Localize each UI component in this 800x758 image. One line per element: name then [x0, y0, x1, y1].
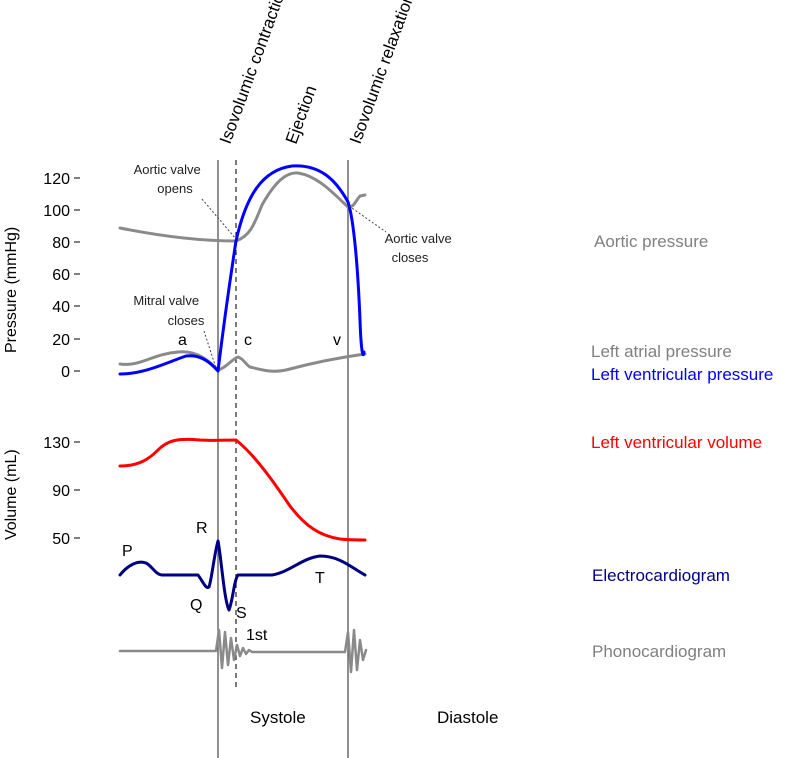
pointer-mitral-valve-closes [203, 330, 217, 369]
left-atrial-pressure-trace [118, 350, 367, 373]
legend-left-ventricular-volume: Left ventricular volume [591, 433, 762, 452]
pressure-tick-label: 60 [52, 267, 70, 284]
annotation-aortic-valve-closes: Aortic valve closes [385, 231, 456, 265]
ecg-label-s: S [236, 605, 247, 622]
pressure-axis-title: Pressure (mmHg) [3, 227, 20, 353]
left-ventricular-pressure-trace [118, 164, 366, 376]
wave-label-c: c [244, 332, 252, 349]
legend-phonocardiogram: Phonocardiogram [592, 642, 726, 661]
legend-left-ventricular-pressure: Left ventricular pressure [591, 365, 773, 384]
phase-label-isovolumic-relaxation: Isovolumic relaxation [346, 0, 418, 146]
wave-label-a: a [178, 332, 187, 349]
left-ventricular-volume-trace [118, 437, 367, 542]
volume-axis-title: Volume (mL) [3, 449, 20, 540]
pressure-tick-label: 120 [43, 171, 70, 188]
cycle-label-diastole: Diastole [437, 708, 498, 727]
legend-left-atrial-pressure: Left atrial pressure [591, 342, 732, 361]
pressure-axis-ticks: 120 100 80 60 40 20 0 [43, 171, 80, 381]
annotation-mitral-valve-closes: Mitral valve closes [133, 293, 205, 328]
ecg-label-q: Q [190, 597, 202, 614]
pressure-tick-label: 100 [43, 203, 70, 220]
pointer-aortic-valve-opens [201, 198, 237, 240]
annotation-aortic-valve-opens: Aortic valve opens [134, 162, 205, 196]
volume-tick-label: 50 [52, 531, 70, 548]
phonocardiogram-trace [118, 628, 368, 674]
legend-aortic-pressure: Aortic pressure [594, 232, 708, 251]
cycle-label-systole: Systole [250, 708, 306, 727]
ecg-label-p: P [122, 543, 133, 560]
pressure-tick-label: 40 [52, 299, 70, 316]
pressure-tick-label: 0 [61, 364, 70, 381]
legend-electrocardiogram: Electrocardiogram [592, 566, 730, 585]
pointer-aortic-valve-closes [348, 205, 387, 233]
phase-label-ejection: Ejection [282, 83, 321, 146]
phase-label-isovolumic-contraction: Isovolumic contraction [216, 0, 291, 146]
ecg-label-t: T [315, 570, 325, 587]
volume-tick-label: 130 [43, 435, 70, 452]
volume-tick-label: 90 [52, 483, 70, 500]
volume-axis-ticks: 130 90 50 [43, 435, 80, 548]
pressure-tick-label: 20 [52, 332, 70, 349]
ecg-label-r: R [196, 520, 208, 537]
electrocardiogram-trace [118, 539, 367, 612]
pressure-tick-label: 80 [52, 235, 70, 252]
wave-label-v: v [333, 332, 341, 349]
heart-sound-label-first: 1st [246, 627, 268, 644]
